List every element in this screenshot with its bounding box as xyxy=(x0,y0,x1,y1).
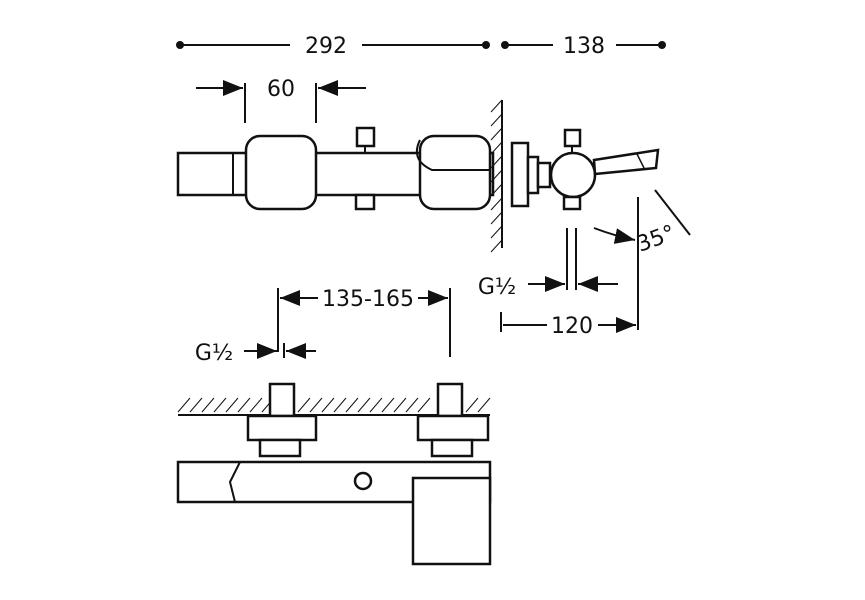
dimension-60-label: 60 xyxy=(267,77,295,102)
dimension-292: 292 xyxy=(176,34,490,59)
dimension-thread-front-label: G½ xyxy=(195,341,233,366)
dimension-138-label: 138 xyxy=(563,34,605,59)
dimension-292-label: 292 xyxy=(305,34,347,59)
dimension-120: 120 xyxy=(500,312,636,339)
dimension-135-165: 135-165 xyxy=(277,287,451,357)
dimension-35deg: 35° xyxy=(593,189,691,330)
mixer-side-view xyxy=(490,99,660,253)
mixer-front-view xyxy=(176,382,492,566)
dimension-138: 138 xyxy=(501,34,666,59)
dimension-thread-top: G½ xyxy=(478,228,618,300)
dimension-60: 60 xyxy=(196,77,366,123)
mixer-top-view xyxy=(176,126,495,211)
dimension-135-165-label: 135-165 xyxy=(322,287,414,312)
dimension-35deg-label: 35° xyxy=(634,221,679,258)
dimension-thread-top-label: G½ xyxy=(478,275,516,300)
dimension-120-label: 120 xyxy=(551,314,593,339)
dimension-thread-front: G½ xyxy=(195,341,316,366)
